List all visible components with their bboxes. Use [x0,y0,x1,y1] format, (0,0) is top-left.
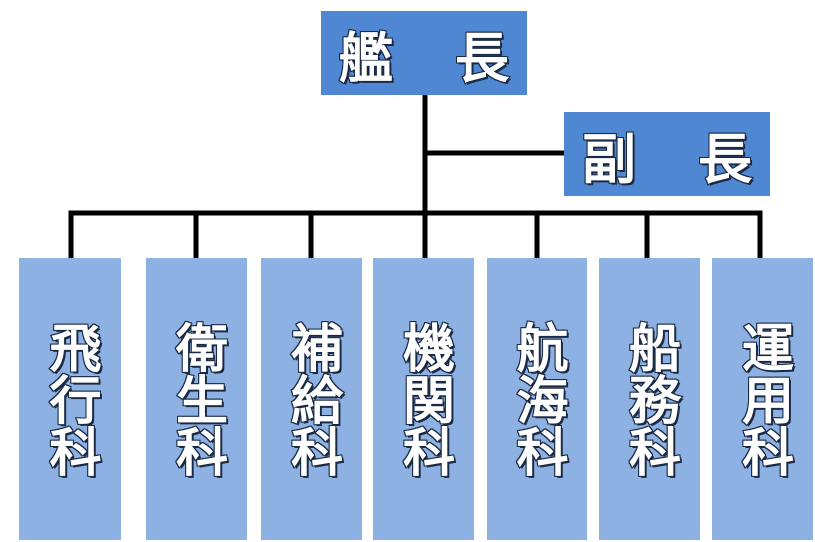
captain-box: 艦 長 [321,11,527,95]
department-box-flight: 飛行科 [19,258,121,540]
department-label: 機関科 [393,320,455,478]
captain-char-1: 艦 [338,26,394,91]
department-label: 補給科 [281,320,343,478]
vice-captain-char-2: 長 [697,127,753,192]
department-label: 飛行科 [39,320,101,478]
department-box-supply: 補給科 [261,258,362,540]
department-label: 船務科 [619,320,681,478]
vice-captain-char-1: 副 [581,127,637,192]
department-label: 衛生科 [166,320,228,478]
department-box-deck: 運用科 [712,258,813,540]
captain-char-2: 長 [454,26,510,91]
department-label: 航海科 [506,320,568,478]
department-label: 運用科 [732,320,794,478]
department-box-navigation: 航海科 [487,258,587,540]
department-box-operations: 船務科 [599,258,700,540]
captain-label: 艦 長 [321,14,527,93]
department-box-engineering: 機関科 [373,258,474,540]
vice-captain-box: 副 長 [564,112,770,196]
department-box-medical: 衛生科 [146,258,247,540]
vice-captain-label: 副 長 [564,115,770,194]
